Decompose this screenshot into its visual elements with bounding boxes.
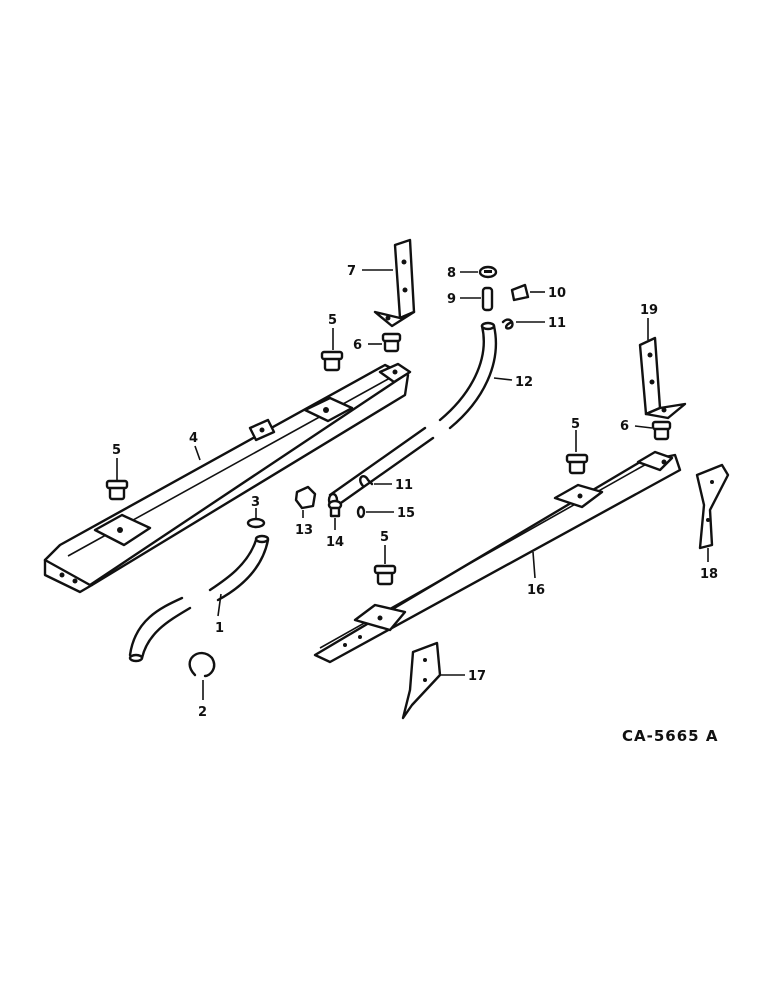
callout-2: 2: [198, 705, 207, 720]
callout-12: 12: [515, 375, 533, 390]
callout-19: 19: [640, 303, 658, 318]
support-bar-right: [313, 450, 682, 664]
callout-14: 14: [326, 535, 344, 550]
callout-5-a: 5: [328, 313, 337, 328]
plug-5-b: [105, 479, 129, 501]
leader-lines: [116, 269, 709, 700]
clip-11-top: [501, 318, 514, 330]
clip-2: [188, 651, 216, 678]
cap-8: [478, 265, 498, 279]
drawing-reference: CA-5665 A: [622, 727, 718, 745]
callout-7: 7: [347, 264, 356, 279]
callout-8: 8: [447, 266, 456, 281]
callout-5-c: 5: [571, 417, 580, 432]
callout-18: 18: [700, 567, 718, 582]
callout-11-a: 11: [548, 316, 566, 331]
callout-17: 17: [468, 669, 486, 684]
angle-bracket-19: [638, 336, 687, 420]
callout-5-b: 5: [112, 443, 121, 458]
pin-9: [481, 286, 494, 312]
fitting-13: [294, 485, 317, 510]
callout-9: 9: [447, 292, 456, 307]
plate-17: [401, 641, 442, 720]
callout-1: 1: [215, 621, 224, 636]
callout-6-a: 6: [353, 338, 362, 353]
callout-5-d: 5: [380, 530, 389, 545]
callout-6-b: 6: [620, 419, 629, 434]
angle-bracket-7: [373, 238, 416, 328]
plate-18: [695, 463, 730, 550]
callouts: 1 2 3 4 5 5 5 5 6 6 7 8 9 10 11 11 12 13…: [112, 264, 718, 720]
plug-6-b: [651, 420, 672, 441]
callout-13: 13: [295, 523, 313, 538]
callout-3: 3: [251, 495, 260, 510]
washer-15: [356, 505, 366, 519]
clip-11-mid: [359, 475, 374, 488]
callout-16: 16: [527, 583, 545, 598]
plug-5-d: [373, 564, 397, 586]
callout-15: 15: [397, 506, 415, 521]
clamp-3: [246, 517, 266, 529]
callout-4: 4: [189, 431, 198, 446]
hose-1: [128, 534, 270, 663]
clip-10: [510, 283, 530, 302]
plug-5-a: [320, 350, 344, 372]
fitting-14: [327, 499, 343, 518]
callout-11-b: 11: [395, 478, 413, 493]
callout-10: 10: [548, 286, 566, 301]
plug-6-a: [381, 332, 402, 353]
channel-rail-left: [43, 362, 412, 594]
plug-5-c: [565, 453, 589, 475]
